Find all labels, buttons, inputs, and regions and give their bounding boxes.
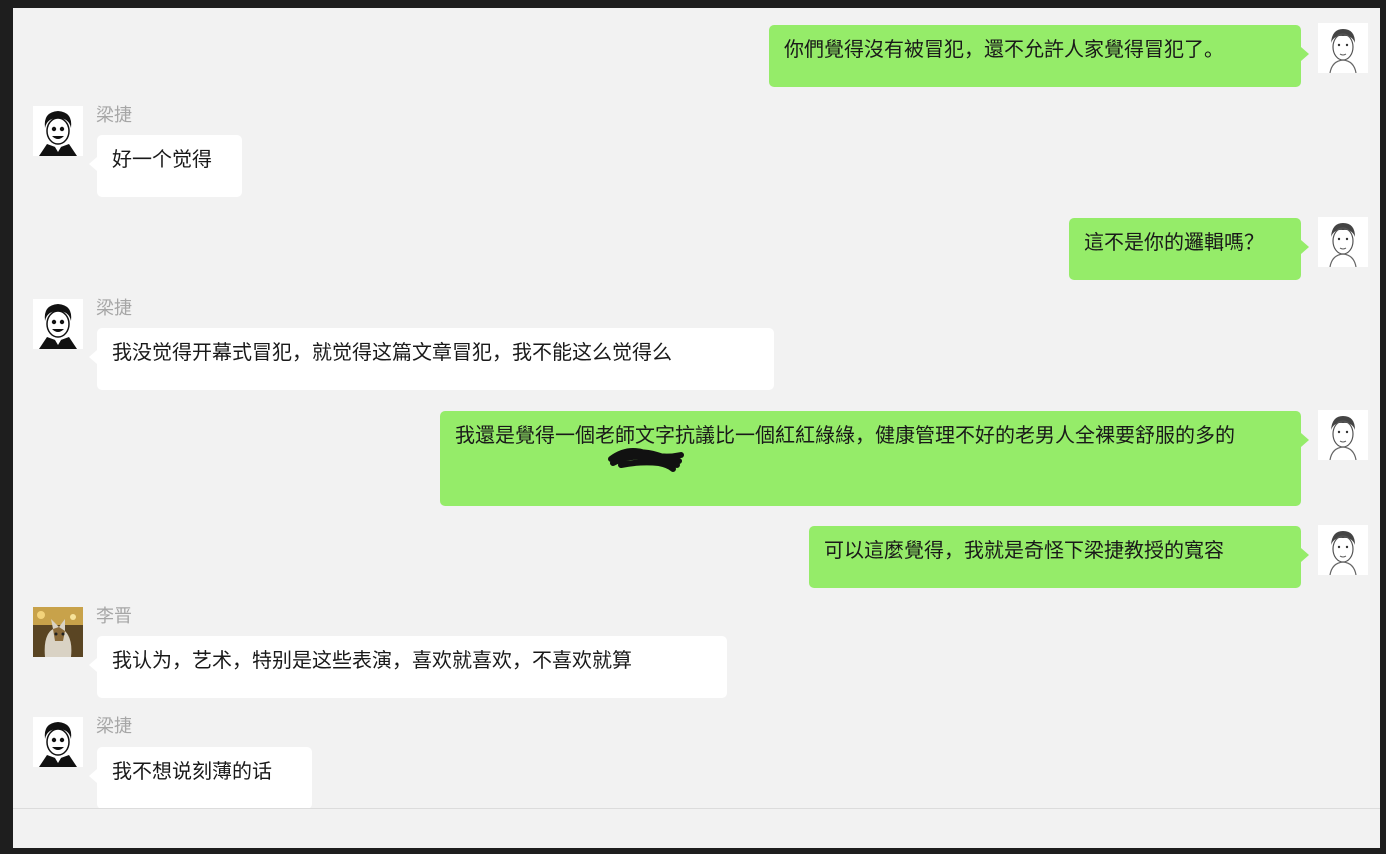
incoming-message-bubble[interactable]: 我认为，艺术，特别是这些表演，喜欢就喜欢，不喜欢就算 [89, 636, 727, 698]
message-row: 梁捷 我不想说刻薄的话 [13, 714, 1380, 814]
cartoon-man-avatar-icon[interactable] [33, 299, 83, 349]
message-text: 可以這麼覺得，我就是奇怪下梁捷教授的寬容 [824, 538, 1224, 562]
message-input-area[interactable] [13, 808, 1380, 848]
message-text: 你們覺得沒有被冒犯，還不允許人家覺得冒犯了。 [784, 37, 1224, 61]
incoming-message-bubble[interactable]: 我不想说刻薄的话 [89, 747, 312, 809]
face-sketch-avatar-icon[interactable] [1318, 525, 1368, 575]
message-text: 我還是覺得一個老師文字抗議比一個紅紅綠綠，健康管理不好的老男人全裸要舒服的多的 [455, 423, 1235, 447]
face-sketch-avatar-icon[interactable] [1318, 217, 1368, 267]
message-text: 我没觉得开幕式冒犯，就觉得这篇文章冒犯，我不能这么觉得么 [112, 340, 672, 364]
outgoing-message-bubble[interactable]: 這不是你的邏輯嗎？ [1069, 218, 1309, 280]
message-row: 可以這麼覺得，我就是奇怪下梁捷教授的寬容 [13, 521, 1380, 601]
sender-name: 梁捷 [96, 105, 132, 126]
outgoing-message-bubble[interactable]: 你們覺得沒有被冒犯，還不允許人家覺得冒犯了。 [769, 25, 1309, 87]
outgoing-message-bubble[interactable]: 我還是覺得一個老師文字抗議比一個紅紅綠綠，健康管理不好的老男人全裸要舒服的多的 [440, 411, 1309, 506]
sender-name: 李晋 [96, 606, 132, 627]
cat-photo-avatar-icon[interactable] [33, 607, 83, 657]
message-list[interactable]: 你們覺得沒有被冒犯，還不允許人家覺得冒犯了。 梁捷 好一个觉得 這不是你的邏輯嗎… [13, 8, 1380, 809]
message-text: 我不想说刻薄的话 [112, 759, 272, 783]
message-text: 這不是你的邏輯嗎？ [1084, 230, 1264, 254]
outgoing-message-bubble[interactable]: 可以這麼覺得，我就是奇怪下梁捷教授的寬容 [809, 526, 1309, 588]
incoming-message-bubble[interactable]: 我没觉得开幕式冒犯，就觉得这篇文章冒犯，我不能这么觉得么 [89, 328, 774, 390]
message-row: 我還是覺得一個老師文字抗議比一個紅紅綠綠，健康管理不好的老男人全裸要舒服的多的 [13, 406, 1380, 516]
sender-name: 梁捷 [96, 716, 132, 737]
cartoon-man-avatar-icon[interactable] [33, 106, 83, 156]
sender-name: 梁捷 [96, 298, 132, 319]
chat-window: 你們覺得沒有被冒犯，還不允許人家覺得冒犯了。 梁捷 好一个觉得 這不是你的邏輯嗎… [13, 8, 1380, 848]
message-row: 梁捷 好一个觉得 [13, 103, 1380, 203]
message-row: 你們覺得沒有被冒犯，還不允許人家覺得冒犯了。 [13, 8, 1380, 98]
message-row: 李晋 我认为，艺术，特别是这些表演，喜欢就喜欢，不喜欢就算 [13, 604, 1380, 704]
message-text: 我认为，艺术，特别是这些表演，喜欢就喜欢，不喜欢就算 [112, 648, 632, 672]
message-row: 梁捷 我没觉得开幕式冒犯，就觉得这篇文章冒犯，我不能这么觉得么 [13, 296, 1380, 396]
incoming-message-bubble[interactable]: 好一个觉得 [89, 135, 242, 197]
face-sketch-avatar-icon[interactable] [1318, 410, 1368, 460]
message-text: 好一个觉得 [112, 147, 212, 171]
message-row: 這不是你的邏輯嗎？ [13, 213, 1380, 293]
face-sketch-avatar-icon[interactable] [1318, 23, 1368, 73]
cartoon-man-avatar-icon[interactable] [33, 717, 83, 767]
